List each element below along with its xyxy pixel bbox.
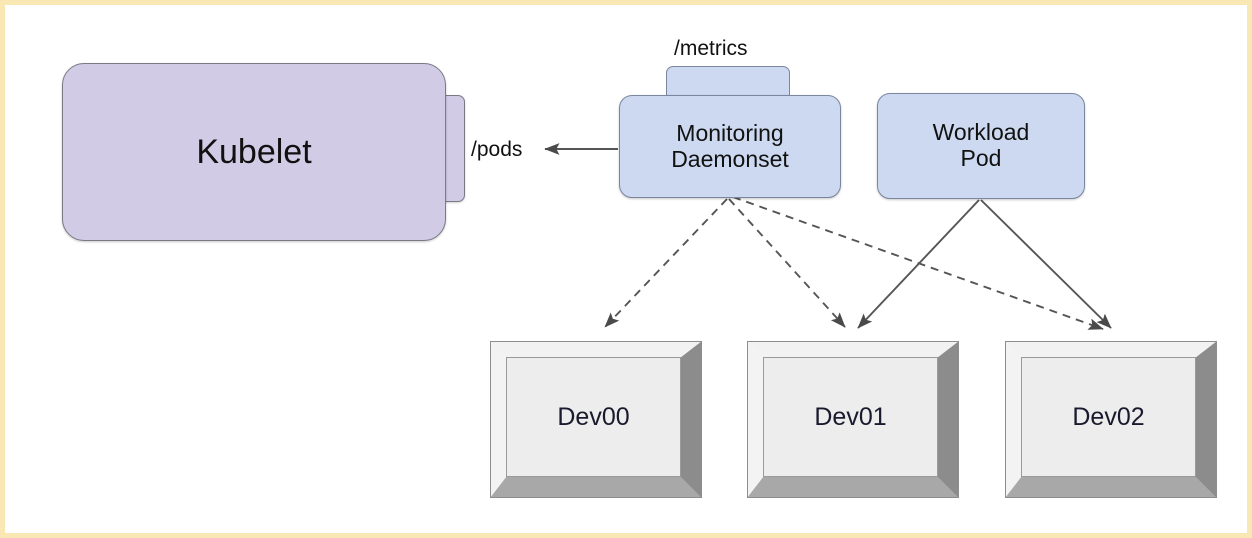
node-dev01[interactable]: Dev01 (747, 341, 959, 498)
node-dev01-label: Dev01 (814, 402, 887, 431)
node-dev02-label: Dev02 (1072, 402, 1145, 431)
node-monitoring-daemonset-label: Monitoring Daemonset (671, 119, 789, 172)
pods-port-label: /pods (471, 138, 523, 161)
edge-daemonset-to-dev00 (604, 198, 728, 328)
diagram-canvas: Kubelet /pods /metrics Monitoring Daemon… (5, 5, 1247, 533)
node-kubelet-label: Kubelet (196, 132, 312, 171)
edge-workload-pod-to-dev01 (857, 199, 980, 329)
node-dev00[interactable]: Dev00 (490, 341, 702, 498)
node-dev02[interactable]: Dev02 (1005, 341, 1217, 498)
node-workload-pod-label: Workload Pod (932, 119, 1030, 171)
node-monitoring-daemonset[interactable]: Monitoring Daemonset (619, 95, 841, 198)
node-workload-pod[interactable]: Workload Pod (877, 93, 1085, 199)
metrics-port-label: /metrics (674, 37, 748, 60)
node-dev00-label: Dev00 (557, 402, 630, 431)
edge-daemonset-to-dev02 (732, 196, 1104, 330)
node-kubelet[interactable]: Kubelet (62, 63, 446, 241)
edge-daemonset-to-dev01 (728, 198, 846, 328)
edge-workload-pod-to-dev02 (980, 199, 1112, 329)
